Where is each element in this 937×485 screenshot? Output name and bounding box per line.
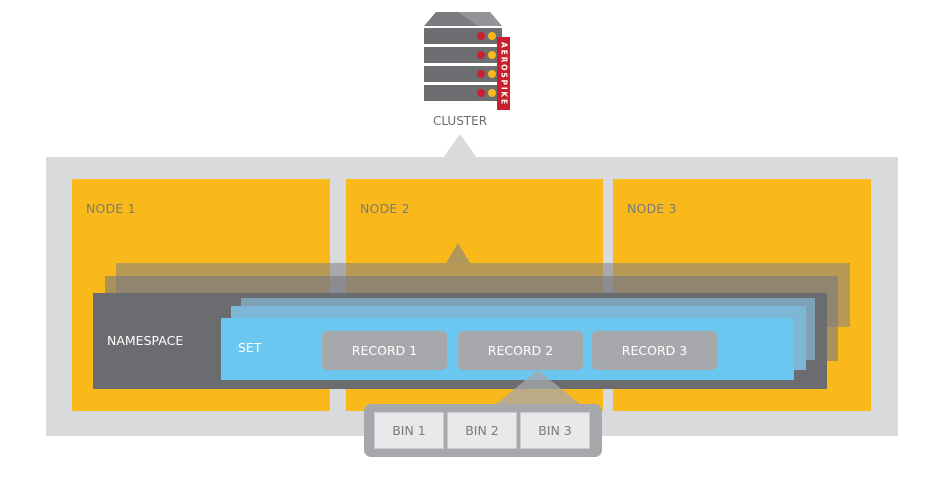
namespace-pointer	[446, 243, 470, 263]
bin-1: BIN 1	[374, 412, 444, 449]
node-label: NODE 1	[86, 201, 136, 216]
set-label: SET	[238, 340, 262, 355]
server-unit	[424, 66, 502, 82]
server-unit	[424, 85, 502, 101]
bin-pointer	[496, 370, 580, 404]
aerospike-brand-tag: AEROSPIKE	[497, 37, 510, 110]
record-1: RECORD 1	[322, 331, 447, 370]
brand-text: AEROSPIKE	[499, 41, 508, 106]
server-rack-icon	[418, 10, 508, 114]
cluster-label: CLUSTER	[432, 114, 488, 128]
namespace-label: NAMESPACE	[107, 333, 184, 348]
node-label: NODE 3	[627, 201, 677, 216]
cluster-pointer	[443, 134, 477, 158]
record-2: RECORD 2	[458, 331, 583, 370]
server-unit	[424, 28, 502, 44]
server-unit	[424, 47, 502, 63]
bin-group: BIN 1 BIN 2 BIN 3	[364, 404, 602, 457]
node-label: NODE 2	[360, 201, 410, 216]
bin-3: BIN 3	[520, 412, 590, 449]
record-3: RECORD 3	[592, 331, 717, 370]
bin-2: BIN 2	[447, 412, 517, 449]
